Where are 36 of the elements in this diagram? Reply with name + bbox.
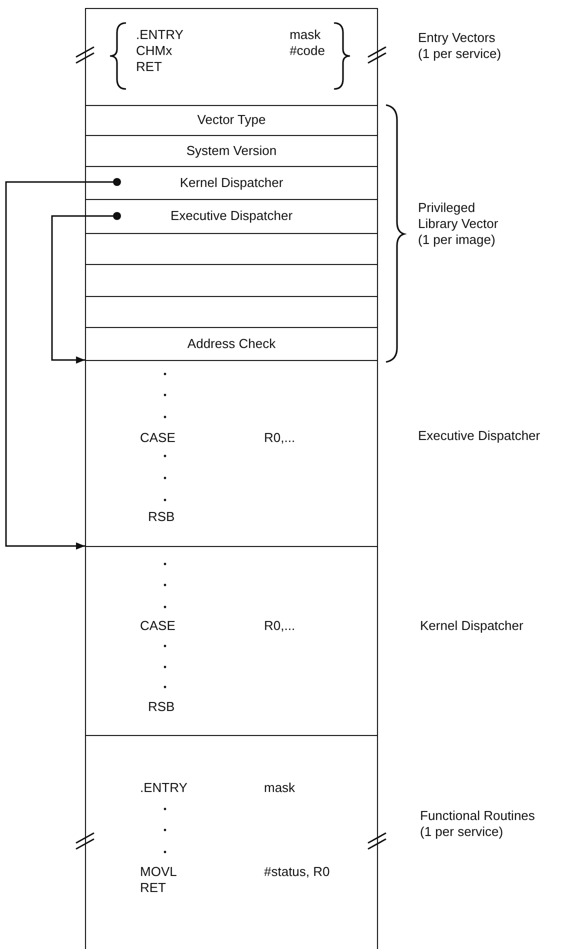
connector-arrow (5, 178, 121, 550)
vector-field (85, 199, 378, 234)
field-label: System Version (185, 142, 278, 158)
field-label: Kernel Dispatcher (178, 174, 284, 190)
empty-vector-slot (85, 264, 378, 297)
section-label: Entry Vectors (1 per service) (418, 30, 502, 62)
vector-field (85, 327, 378, 361)
code-text: .ENTRY (140, 780, 188, 796)
code-text: CASE (140, 618, 176, 634)
code-text: R0,... (264, 618, 296, 634)
field-label: Executive Dispatcher (169, 208, 294, 224)
field-label: Address Check (186, 336, 277, 352)
code-text: RSB (148, 699, 175, 715)
section-label: Executive Dispatcher (418, 428, 542, 444)
code-section (85, 360, 378, 547)
code-text: #status, R0 (264, 864, 330, 880)
vector-field (85, 105, 378, 136)
field-label: Vector Type (196, 112, 267, 128)
code-text: CASE (140, 430, 176, 446)
code-text: mask #code (290, 27, 325, 59)
code-section (85, 735, 378, 949)
code-text: .ENTRY CHMx RET (136, 27, 184, 75)
section-label: Functional Routines (1 per service) (420, 808, 536, 840)
vector-field (85, 166, 378, 200)
empty-vector-slot (85, 233, 378, 265)
code-text: mask (264, 780, 296, 796)
code-text: R0,... (264, 430, 296, 446)
group-label: Privileged Library Vector (1 per image) (418, 200, 500, 248)
connector-arrow (51, 212, 121, 364)
code-text: RSB (148, 509, 175, 525)
empty-vector-slot (85, 296, 378, 328)
code-text: MOVL RET (140, 864, 176, 896)
code-section (85, 546, 378, 736)
section-label: Kernel Dispatcher (420, 618, 524, 634)
entry-vector-block (85, 8, 378, 106)
vector-field (85, 135, 378, 167)
